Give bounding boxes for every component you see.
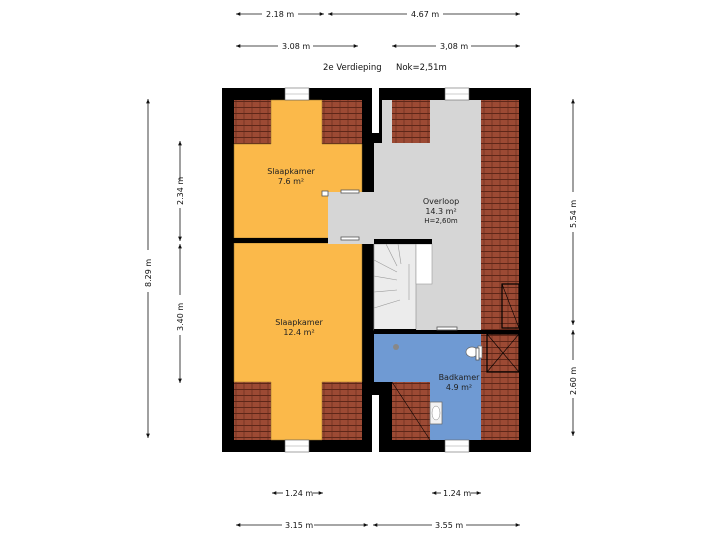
dim-top-row2-left: 3.08 m	[282, 42, 310, 51]
stair-treads	[373, 243, 410, 309]
stairs	[373, 243, 417, 331]
wall-between-bedrooms	[234, 238, 328, 243]
dimension-lines-top	[236, 12, 520, 48]
room-height-landing: H=2,60m	[424, 217, 458, 225]
roof-tiles-right-side	[481, 100, 519, 330]
dim-right-bottom: 2.60 m	[569, 367, 578, 395]
bath-tile-diagonal	[391, 381, 431, 441]
dim-left-inner-top: 2.34 m	[176, 177, 185, 205]
dim-top-row1-left: 2.18 m	[266, 10, 294, 19]
toilet-icon	[465, 345, 483, 359]
bath-cupboard-outline	[486, 333, 520, 373]
wall-landing-bath	[374, 330, 519, 334]
dim-left-outer: 8.29 m	[144, 259, 153, 287]
dim-right-top: 5.54 m	[569, 200, 578, 228]
dim-bottom-row1-right: 1.24 m	[443, 489, 471, 498]
bath-cupboard-diagonal-b	[486, 333, 520, 373]
room-area-landing: 14.3 m²	[425, 207, 456, 216]
floor-drain-icon	[393, 344, 399, 350]
ridge-height-label: Nok=2,51m	[396, 63, 447, 73]
wall-landing-stairs	[374, 239, 432, 244]
room-name-bedroom-small: Slaapkamer	[267, 167, 315, 176]
room-area-bedroom-small: 7.6 m²	[278, 177, 304, 186]
cupboard-diagonal	[501, 283, 520, 329]
room-bedroom-large	[233, 242, 363, 441]
dim-left-inner-bottom: 3.40 m	[176, 303, 185, 331]
cupboard-outline	[501, 283, 520, 329]
window-glass-lines	[285, 93, 469, 447]
room-name-bedroom-large: Slaapkamer	[275, 318, 323, 327]
dimension-lines-bottom	[236, 491, 520, 527]
floor-label: 2e Verdieping	[323, 63, 382, 73]
sink-icon	[429, 401, 443, 425]
roof-tiles-right-top	[392, 100, 430, 143]
room-area-bathroom: 4.9 m²	[446, 383, 472, 392]
stair-landing-block	[415, 243, 433, 285]
room-bathroom	[374, 334, 481, 382]
dim-top-row1-right: 4.67 m	[411, 10, 439, 19]
door-markers	[321, 189, 480, 361]
room-name-bathroom: Badkamer	[439, 373, 481, 382]
dim-bottom-row2-left: 3.15 m	[285, 521, 313, 530]
dim-top-row2-right: 3,08 m	[440, 42, 468, 51]
room-name-landing: Overloop	[423, 197, 459, 206]
dim-bottom-row2-right: 3.55 m	[435, 521, 463, 530]
dim-bottom-row1-left: 1.24 m	[285, 489, 313, 498]
room-area-bedroom-large: 12.4 m²	[283, 328, 314, 337]
room-landing	[328, 100, 481, 330]
dimension-lines-left	[146, 99, 182, 438]
